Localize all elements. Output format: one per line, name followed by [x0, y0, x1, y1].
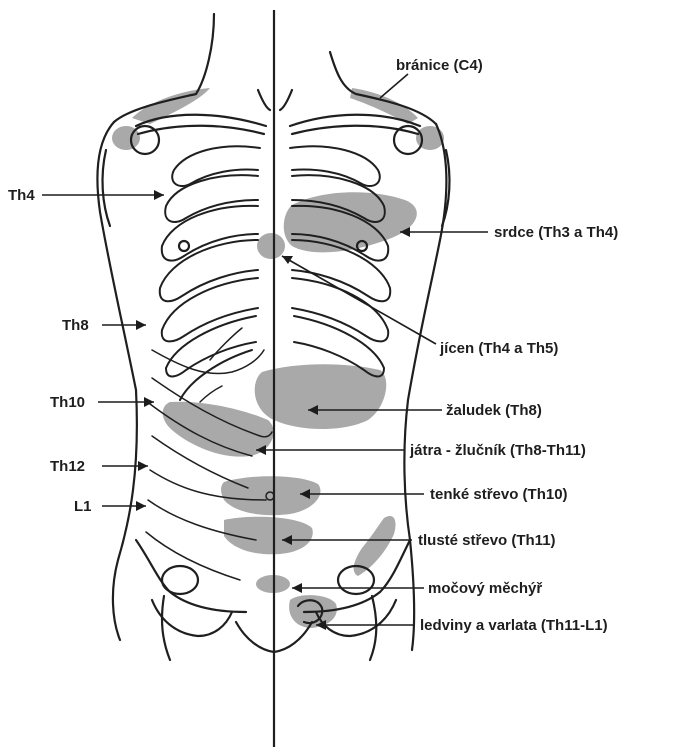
label-kidneys: ledviny a varlata (Th11-L1) — [420, 617, 608, 634]
label-heart: srdce (Th3 a Th4) — [494, 224, 618, 241]
label-esophagus: jícen (Th4 a Th5) — [439, 340, 558, 357]
zone-esophagus — [257, 233, 285, 259]
zone-diaphragm-left-shoulder — [350, 88, 418, 124]
label-diaphragm: bránice (C4) — [396, 57, 483, 74]
label-large-intestine: tlusté střevo (Th11) — [418, 532, 556, 549]
label-bladder: močový měchýř — [428, 580, 542, 597]
leader-diaphragm — [380, 74, 408, 98]
zone-diaphragm-right-shoulder — [132, 88, 210, 124]
label-small-intestine: tenké střevo (Th10) — [430, 486, 568, 503]
label-liver: játra - žlučník (Th8-Th11) — [409, 442, 586, 459]
label-th4: Th4 — [8, 187, 35, 204]
label-l1: L1 — [74, 498, 92, 515]
label-th12: Th12 — [50, 458, 85, 475]
zone-liver — [163, 402, 274, 457]
label-stomach: žaludek (Th8) — [446, 402, 542, 419]
pain-zones — [112, 88, 444, 628]
clavicles — [136, 115, 420, 134]
ribcage-left — [290, 146, 390, 376]
label-th10: Th10 — [50, 394, 85, 411]
label-th8: Th8 — [62, 317, 89, 334]
